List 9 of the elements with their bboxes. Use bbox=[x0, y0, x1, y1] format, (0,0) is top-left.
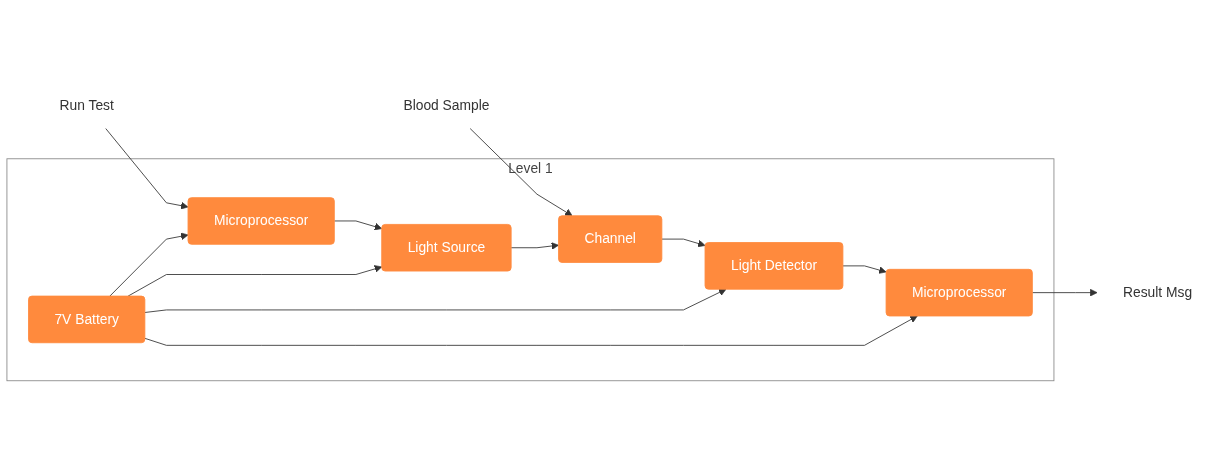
node-box: Light Source bbox=[381, 224, 512, 272]
node-box: 7V Battery bbox=[28, 295, 146, 344]
node-text: Result Msg bbox=[1123, 285, 1193, 300]
node-text: Blood Sample bbox=[403, 97, 490, 113]
node-box: Light Detector bbox=[704, 242, 844, 290]
node-box: Microprocessor bbox=[885, 269, 1033, 317]
node-text: Run Test bbox=[59, 97, 114, 113]
node-box: Microprocessor bbox=[187, 197, 335, 245]
node-box: Channel bbox=[558, 215, 663, 263]
